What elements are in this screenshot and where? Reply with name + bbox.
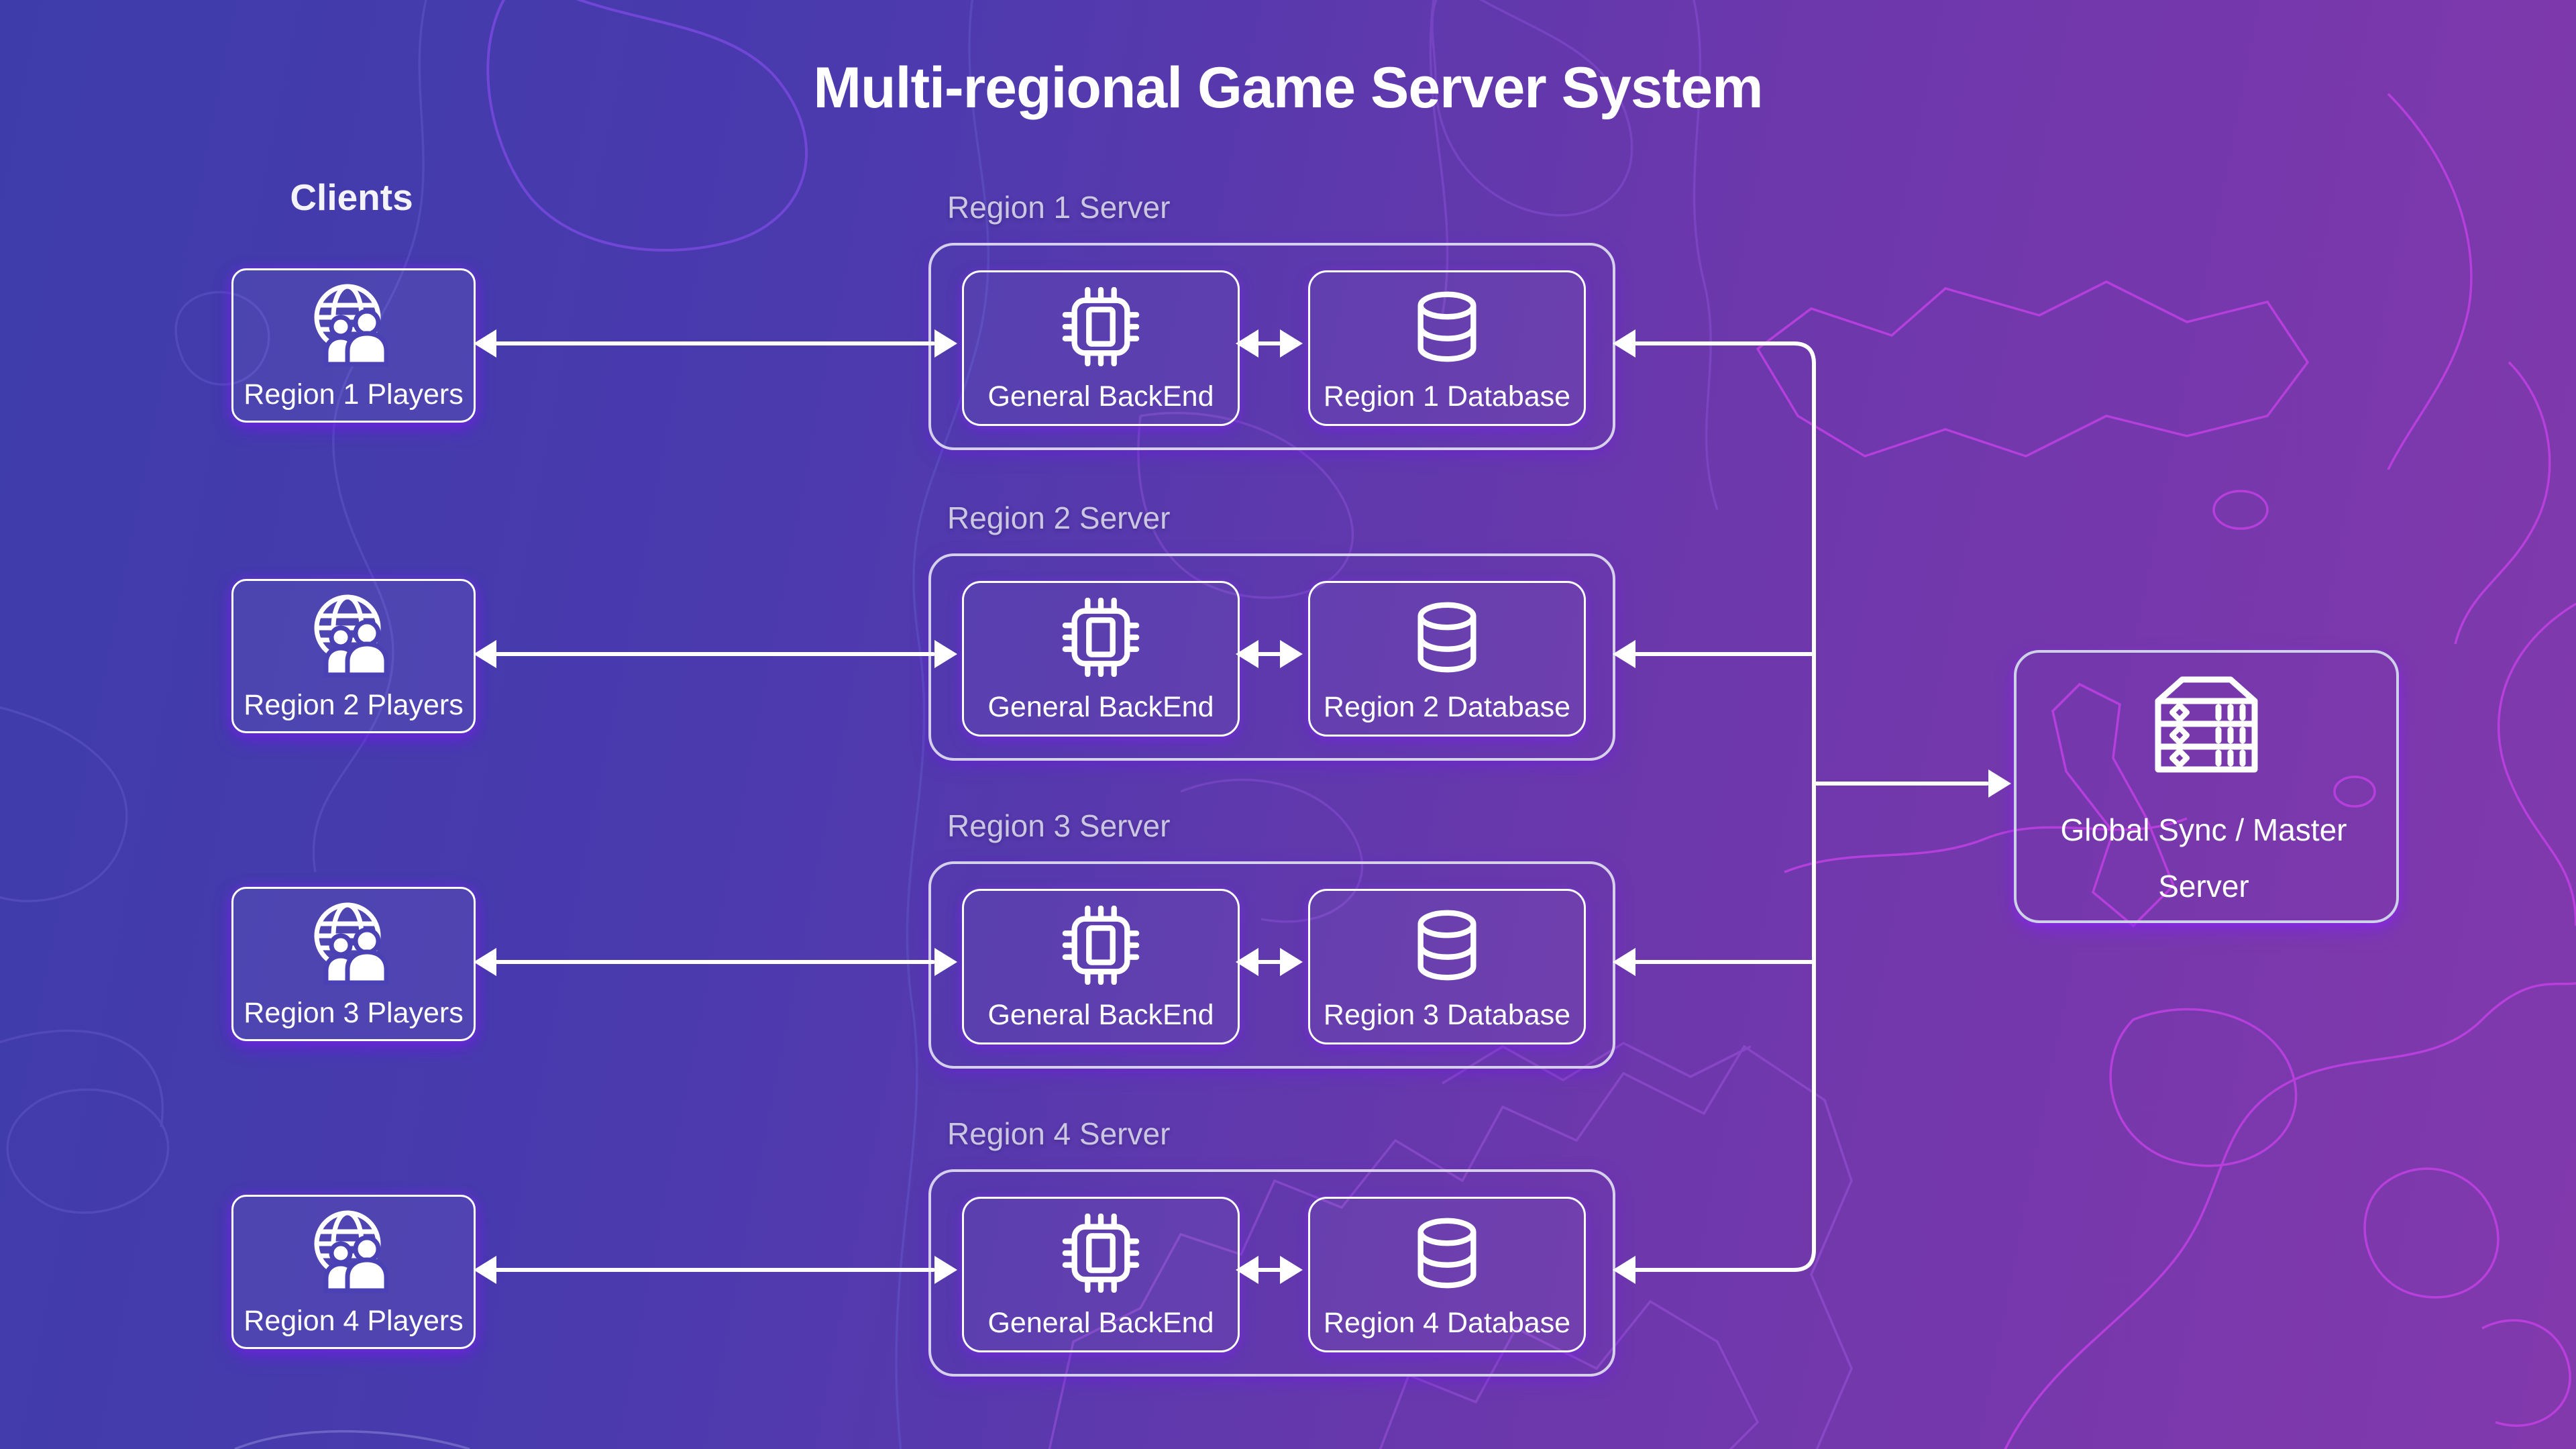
node-label: Region 4 Players: [244, 1305, 464, 1337]
global-server-label-line1: Global Sync / Master: [2060, 812, 2347, 847]
node-general-backend: General BackEnd: [962, 889, 1240, 1044]
node-label: General BackEnd: [987, 380, 1214, 413]
database-icon: [1310, 906, 1584, 985]
node-region-4-players: Region 4 Players: [231, 1195, 476, 1349]
group-region-1-server: General BackEnd Region 1 Database: [928, 243, 1615, 450]
page-title: Multi-regional Game Server System: [813, 56, 1763, 120]
node-label: Region 1 Database: [1323, 380, 1571, 413]
node-region-3-players: Region 3 Players: [231, 887, 476, 1041]
node-general-backend: General BackEnd: [962, 581, 1240, 737]
group-label-region-4-server: Region 4 Server: [947, 1116, 1171, 1151]
globe-users-icon: [233, 1205, 474, 1293]
globe-users-icon: [233, 897, 474, 985]
node-region-2-players: Region 2 Players: [231, 579, 476, 733]
server-rack-icon: [2017, 674, 2396, 775]
node-region-2-database: Region 2 Database: [1308, 581, 1586, 737]
globe-users-icon: [233, 278, 474, 367]
node-global-sync-master-server: [2014, 650, 2399, 923]
cpu-chip-icon: [964, 287, 1238, 366]
node-label: Region 3 Players: [244, 997, 464, 1029]
cpu-chip-icon: [964, 906, 1238, 985]
node-label: General BackEnd: [987, 1307, 1214, 1339]
group-label-region-1-server: Region 1 Server: [947, 190, 1171, 225]
node-region-3-database: Region 3 Database: [1308, 889, 1586, 1044]
node-label: Region 2 Database: [1323, 691, 1571, 723]
group-region-3-server: General BackEnd Region 3 Database: [928, 861, 1615, 1069]
node-label: Region 1 Players: [244, 378, 464, 411]
node-region-4-database: Region 4 Database: [1308, 1197, 1586, 1352]
globe-users-icon: [233, 589, 474, 678]
database-icon: [1310, 287, 1584, 366]
group-label-region-2-server: Region 2 Server: [947, 500, 1171, 535]
clients-heading: Clients: [290, 176, 413, 218]
node-label: Region 3 Database: [1323, 999, 1571, 1031]
node-general-backend: General BackEnd: [962, 1197, 1240, 1352]
cpu-chip-icon: [964, 598, 1238, 677]
group-region-2-server: General BackEnd Region 2 Database: [928, 553, 1615, 761]
cpu-chip-icon: [964, 1214, 1238, 1293]
global-server-label: Global Sync / Master Server: [2014, 802, 2394, 914]
node-label: Region 2 Players: [244, 689, 464, 721]
group-label-region-3-server: Region 3 Server: [947, 808, 1171, 843]
group-region-4-server: General BackEnd Region 4 Database: [928, 1169, 1615, 1377]
node-general-backend: General BackEnd: [962, 270, 1240, 426]
node-region-1-players: Region 1 Players: [231, 268, 476, 423]
global-server-label-line2: Server: [2158, 869, 2249, 904]
node-label: Region 4 Database: [1323, 1307, 1571, 1339]
node-region-1-database: Region 1 Database: [1308, 270, 1586, 426]
database-icon: [1310, 1214, 1584, 1293]
database-icon: [1310, 598, 1584, 677]
node-label: General BackEnd: [987, 999, 1214, 1031]
node-label: General BackEnd: [987, 691, 1214, 723]
